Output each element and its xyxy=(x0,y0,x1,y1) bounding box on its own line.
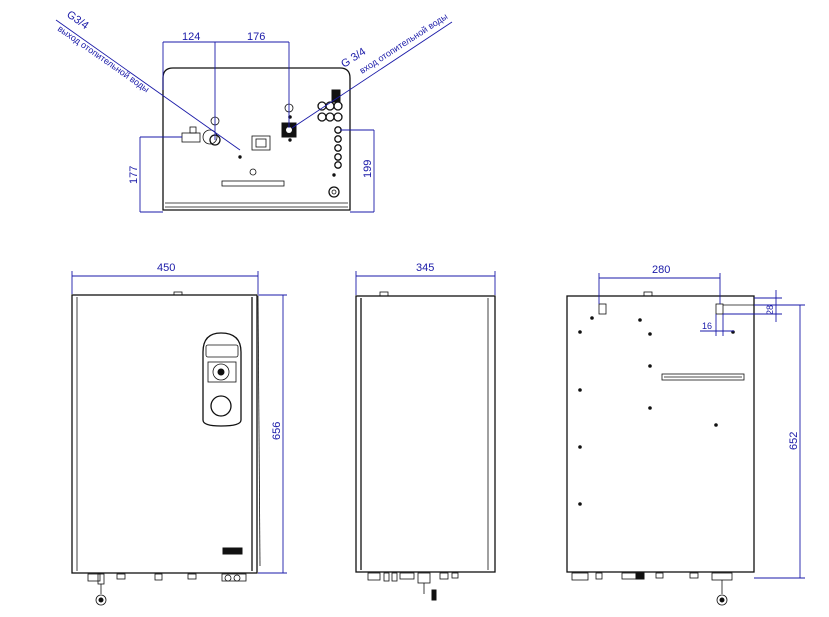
outlet-connection xyxy=(181,116,221,146)
control-panel xyxy=(202,332,242,427)
back-bottom-fittings xyxy=(571,572,733,606)
outlet-label: выход отопительной воды xyxy=(56,23,151,94)
front-view: 450 656 xyxy=(71,262,287,606)
dim-outlet-height: 177 xyxy=(128,166,140,184)
dim-back-height: 652 xyxy=(788,432,800,450)
dim-inlet-height: 199 xyxy=(362,160,374,178)
back-view: 280 28 16 652 xyxy=(566,264,805,606)
top-view: 124 176 177 199 G3/4 выход отопительной … xyxy=(55,9,453,213)
side-bottom-fittings xyxy=(367,572,459,601)
dim-side-depth: 345 xyxy=(416,262,434,274)
front-bottom-fittings xyxy=(87,573,247,606)
dim-front-height: 656 xyxy=(271,422,283,440)
dim-bracket-height: 28 xyxy=(765,305,775,315)
connector-cluster xyxy=(317,89,343,198)
dim-left-offset: 124 xyxy=(182,31,200,43)
side-view: 345 xyxy=(355,262,496,601)
dim-bracket-spacing: 280 xyxy=(652,264,670,276)
dim-front-width: 450 xyxy=(157,262,175,274)
dim-spacing: 176 xyxy=(247,31,265,43)
dim-bracket-offset: 16 xyxy=(702,321,712,331)
inlet-label: вход отопительной воды xyxy=(358,11,450,75)
mounting-holes xyxy=(578,316,735,506)
